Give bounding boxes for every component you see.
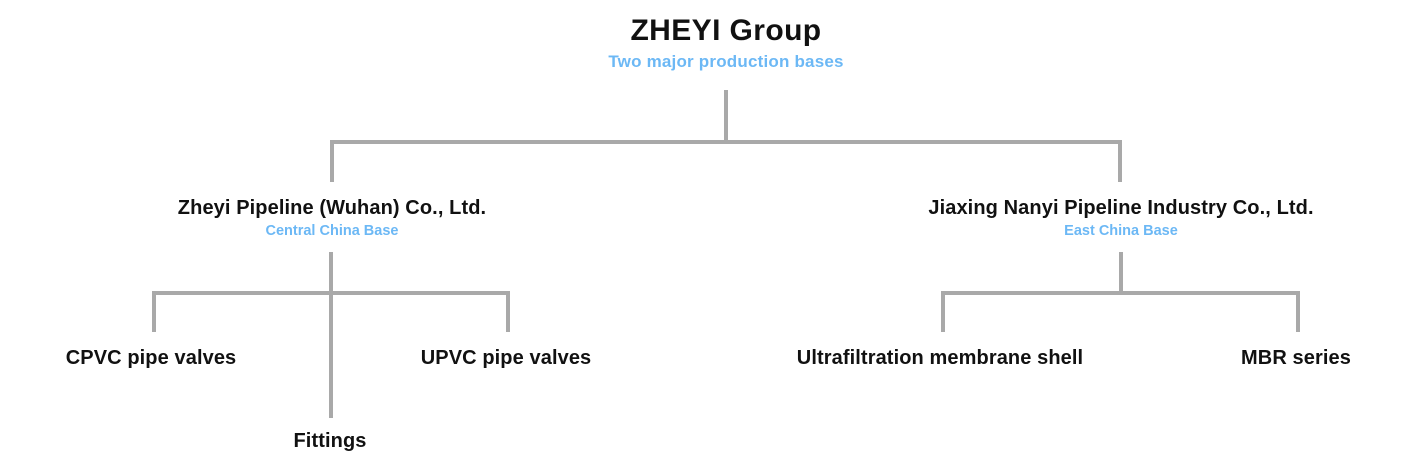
- connector-wuhan-bar: [152, 291, 510, 295]
- connector-level2-drop-right: [1118, 140, 1122, 182]
- connector-wuhan-stem: [329, 252, 333, 418]
- connector-jiaxing-stem: [1119, 252, 1123, 293]
- leaf-title: MBR series: [1241, 347, 1351, 369]
- leaf-title: CPVC pipe valves: [65, 347, 237, 369]
- root-subtitle: Two major production bases: [608, 51, 844, 71]
- leaf-node-mbr[interactable]: MBR series: [1241, 347, 1351, 370]
- branch-subtitle: East China Base: [1064, 223, 1178, 239]
- leaf-node-fittings[interactable]: Fittings: [293, 430, 366, 453]
- connector-level2-drop-left: [330, 140, 334, 182]
- connector-wuhan-drop-right: [506, 291, 510, 332]
- leaf-title: UPVC pipe valves: [420, 347, 592, 369]
- leaf-node-upvc[interactable]: UPVC pipe valves: [421, 347, 592, 370]
- branch-title: Zheyi Pipeline (Wuhan) Co., Ltd.: [177, 197, 487, 219]
- connector-jiaxing-drop-left: [941, 291, 945, 332]
- connector-jiaxing-bar: [941, 291, 1300, 295]
- leaf-title: Ultrafiltration membrane shell: [796, 347, 1084, 369]
- branch-node-wuhan[interactable]: Zheyi Pipeline (Wuhan) Co., Ltd. Central…: [178, 197, 486, 240]
- leaf-node-ultrafiltration[interactable]: Ultrafiltration membrane shell: [797, 347, 1083, 370]
- leaf-title: Fittings: [293, 430, 367, 452]
- root-title: ZHEYI Group: [630, 14, 822, 47]
- leaf-node-cpvc[interactable]: CPVC pipe valves: [66, 347, 237, 370]
- connector-level2-bar: [330, 140, 1122, 144]
- root-node[interactable]: ZHEYI Group Two major production bases: [608, 14, 843, 72]
- branch-title: Jiaxing Nanyi Pipeline Industry Co., Ltd…: [928, 197, 1314, 219]
- connector-wuhan-drop-left: [152, 291, 156, 332]
- branch-subtitle: Central China Base: [265, 223, 399, 239]
- connector-jiaxing-drop-right: [1296, 291, 1300, 332]
- connector-root-stem: [724, 90, 728, 144]
- branch-node-jiaxing[interactable]: Jiaxing Nanyi Pipeline Industry Co., Ltd…: [928, 197, 1313, 240]
